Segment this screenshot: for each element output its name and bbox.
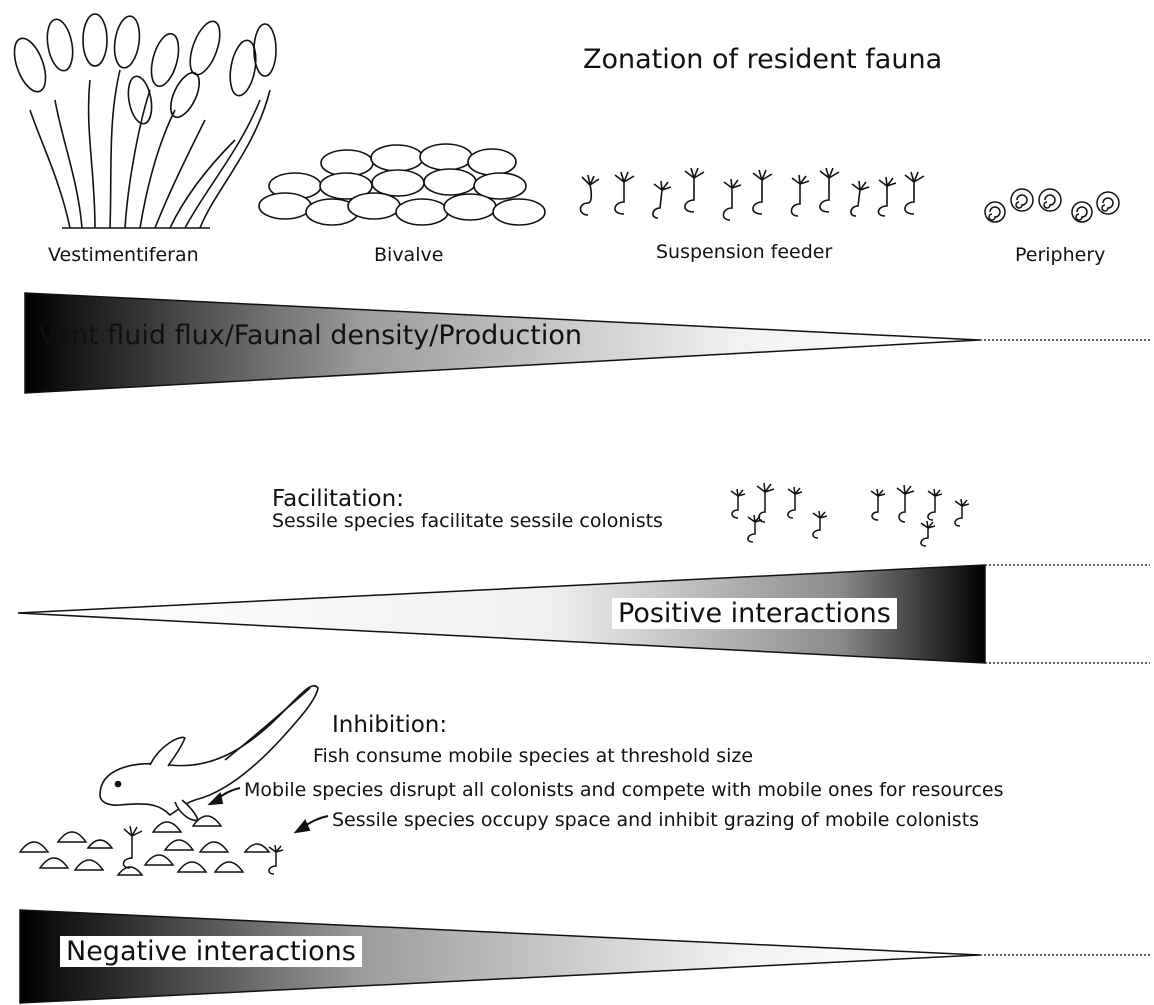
diagram-title: Zonation of resident fauna bbox=[583, 44, 943, 75]
periphery-illustration bbox=[984, 188, 1120, 223]
zone-label-vestimentiferan: Vestimentiferan bbox=[48, 244, 199, 266]
bivalve-illustration bbox=[258, 143, 546, 226]
flux-gradient-label: Vent fluid flux/Faunal density/Productio… bbox=[38, 320, 582, 351]
mobile-species-illustration bbox=[18, 815, 271, 876]
inhibition-line-mobile: Mobile species disrupt all colonists and… bbox=[244, 779, 1004, 801]
positive-gradient-label: Positive interactions bbox=[612, 598, 897, 629]
sessile-species-illustration bbox=[122, 825, 284, 875]
negative-gradient-label: Negative interactions bbox=[60, 936, 362, 967]
inhibition-line-fish: Fish consume mobile species at threshold… bbox=[313, 745, 754, 767]
flux-gradient-wedge bbox=[24, 292, 981, 394]
negative-gradient-wedge bbox=[19, 909, 981, 1004]
zone-label-bivalve: Bivalve bbox=[374, 244, 444, 266]
zone-label-suspension-feeder: Suspension feeder bbox=[656, 241, 833, 263]
zone-label-periphery: Periphery bbox=[1015, 244, 1106, 266]
suspension-feeder-illustration bbox=[579, 167, 925, 221]
facilitation-text: Sessile species facilitate sessile colon… bbox=[272, 510, 663, 532]
facilitation-heading: Facilitation: bbox=[272, 486, 404, 512]
vestimentiferan-illustration bbox=[13, 13, 277, 229]
fish-illustration bbox=[99, 685, 319, 822]
inhibition-arrows bbox=[207, 787, 329, 834]
inhibition-heading: Inhibition: bbox=[332, 712, 448, 738]
inhibition-line-sessile: Sessile species occupy space and inhibit… bbox=[332, 809, 980, 831]
facilitation-colonists-illustration bbox=[730, 482, 970, 547]
positive-gradient-wedge bbox=[17, 564, 986, 664]
